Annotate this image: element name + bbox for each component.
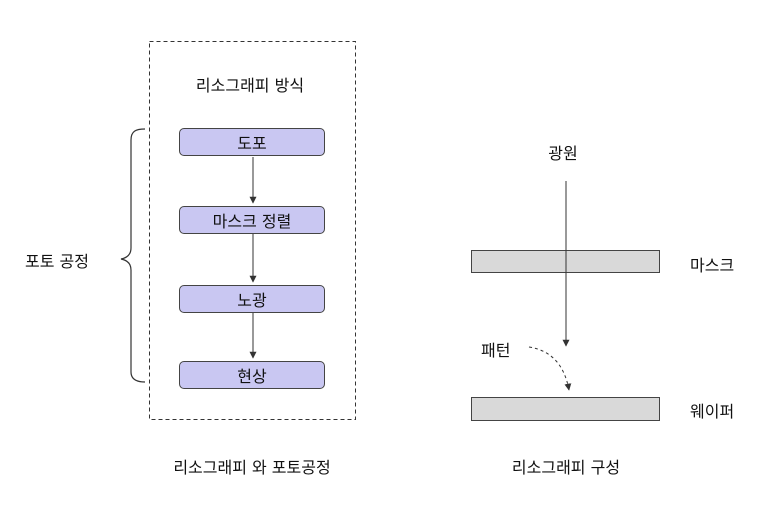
pattern-label: 패턴 xyxy=(481,341,511,360)
process-title: 리소그래피 방식 xyxy=(195,76,305,95)
process-frame xyxy=(149,41,356,420)
step-mask-align: 마스크 정렬 xyxy=(179,206,325,234)
step-exposure: 노광 xyxy=(179,285,325,313)
step-develop: 현상 xyxy=(179,361,325,389)
right-caption: 리소그래피 구성 xyxy=(511,458,621,477)
left-caption: 리소그래피 와 포토공정 xyxy=(173,458,331,477)
pattern-arrow xyxy=(528,346,572,391)
light-source-label: 광원 xyxy=(548,144,578,163)
step-coating: 도포 xyxy=(179,128,325,156)
wafer-label: 웨이퍼 xyxy=(690,402,735,421)
photo-process-label: 포토 공정 xyxy=(25,252,89,271)
photo-process-bracket xyxy=(120,128,146,383)
wafer-plate xyxy=(471,397,660,421)
mask-label: 마스크 xyxy=(690,256,735,275)
